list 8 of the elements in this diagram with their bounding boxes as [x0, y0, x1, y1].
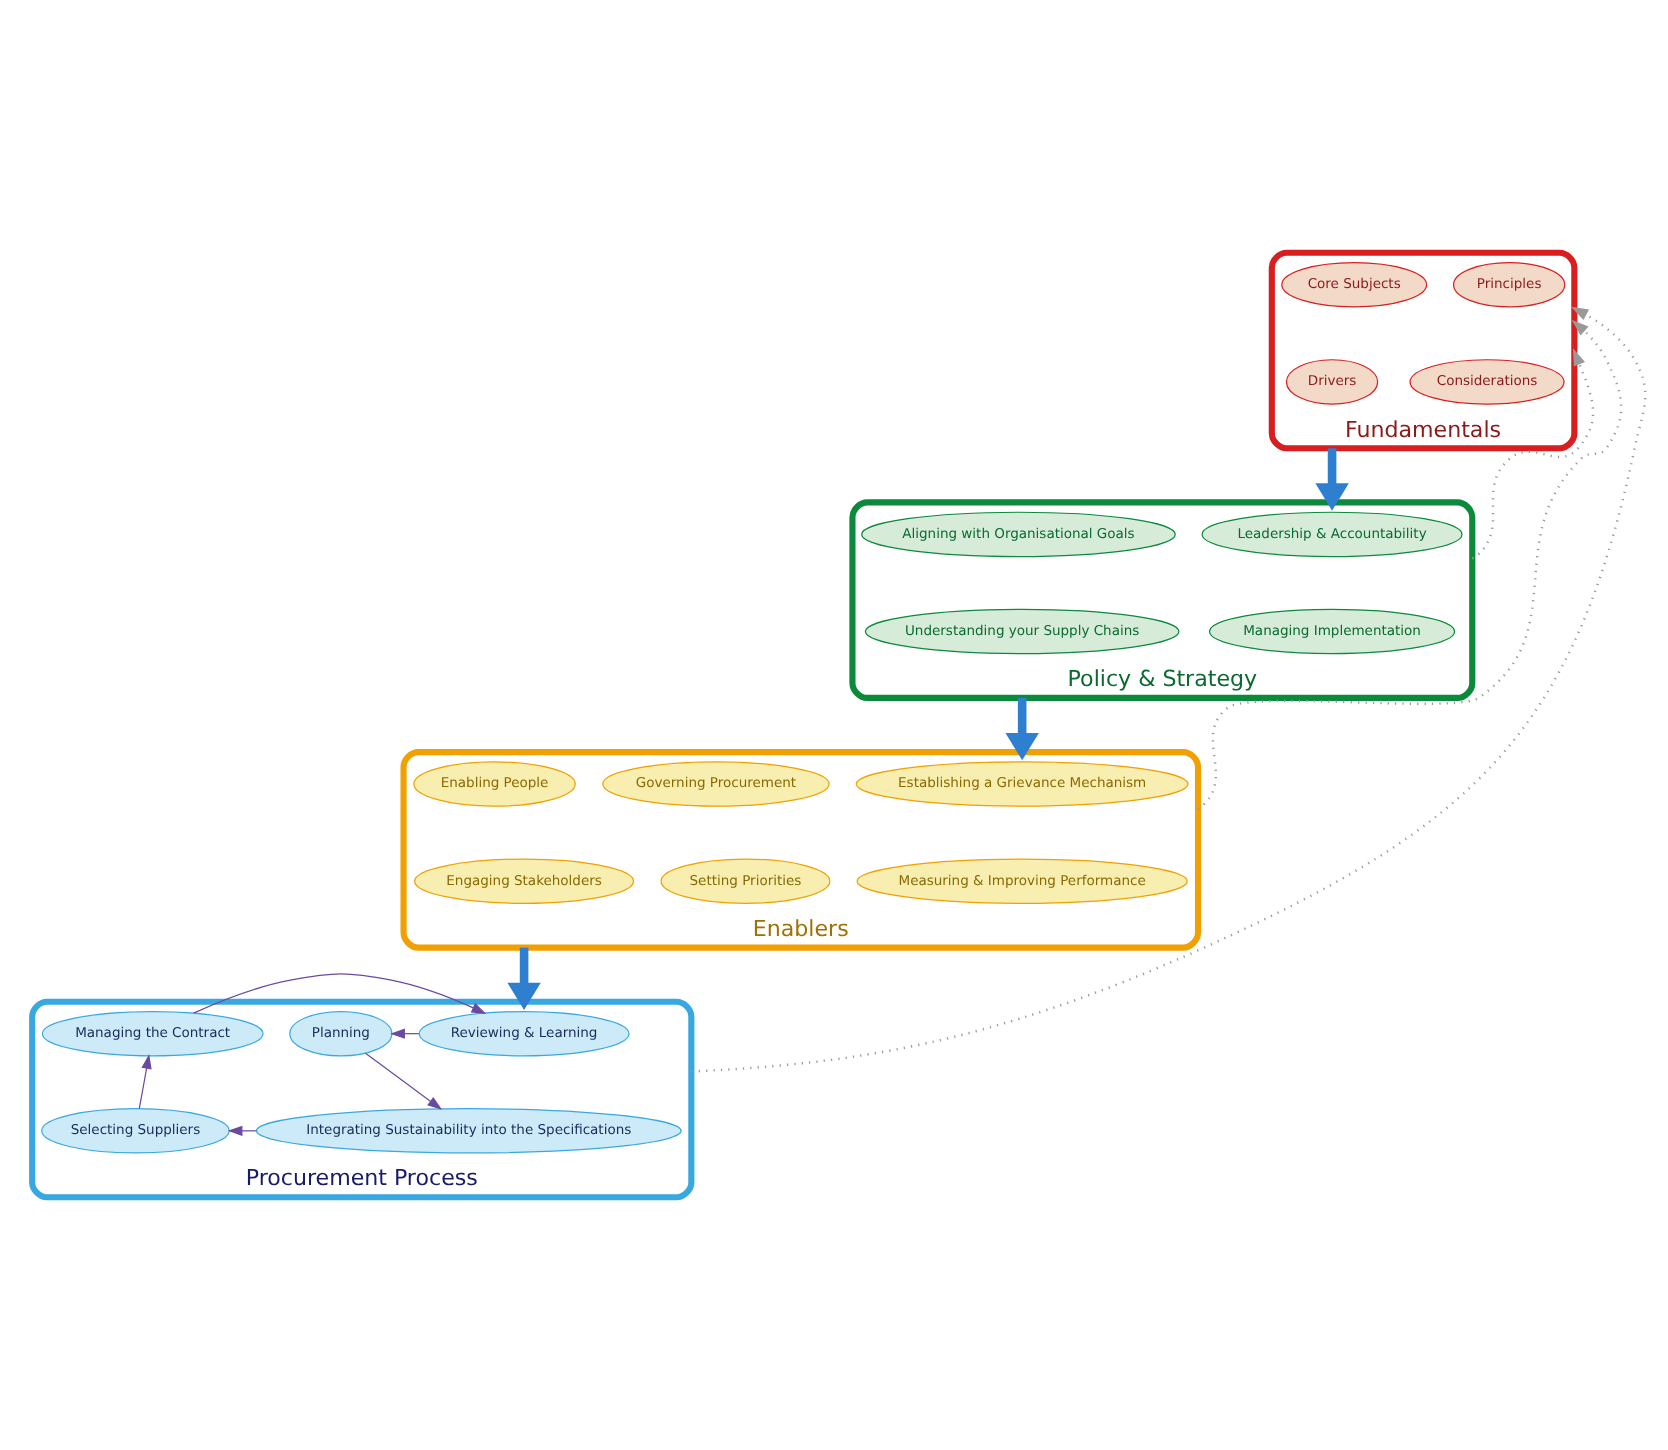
- arrow: [691, 306, 1647, 1073]
- arrow: [1471, 348, 1595, 560]
- arrow: [364, 1052, 443, 1110]
- arrow: [1005, 697, 1039, 761]
- arrow: [138, 1054, 152, 1110]
- arrow: [507, 947, 541, 1010]
- arrow: [193, 973, 487, 1014]
- arrow: [1315, 448, 1349, 511]
